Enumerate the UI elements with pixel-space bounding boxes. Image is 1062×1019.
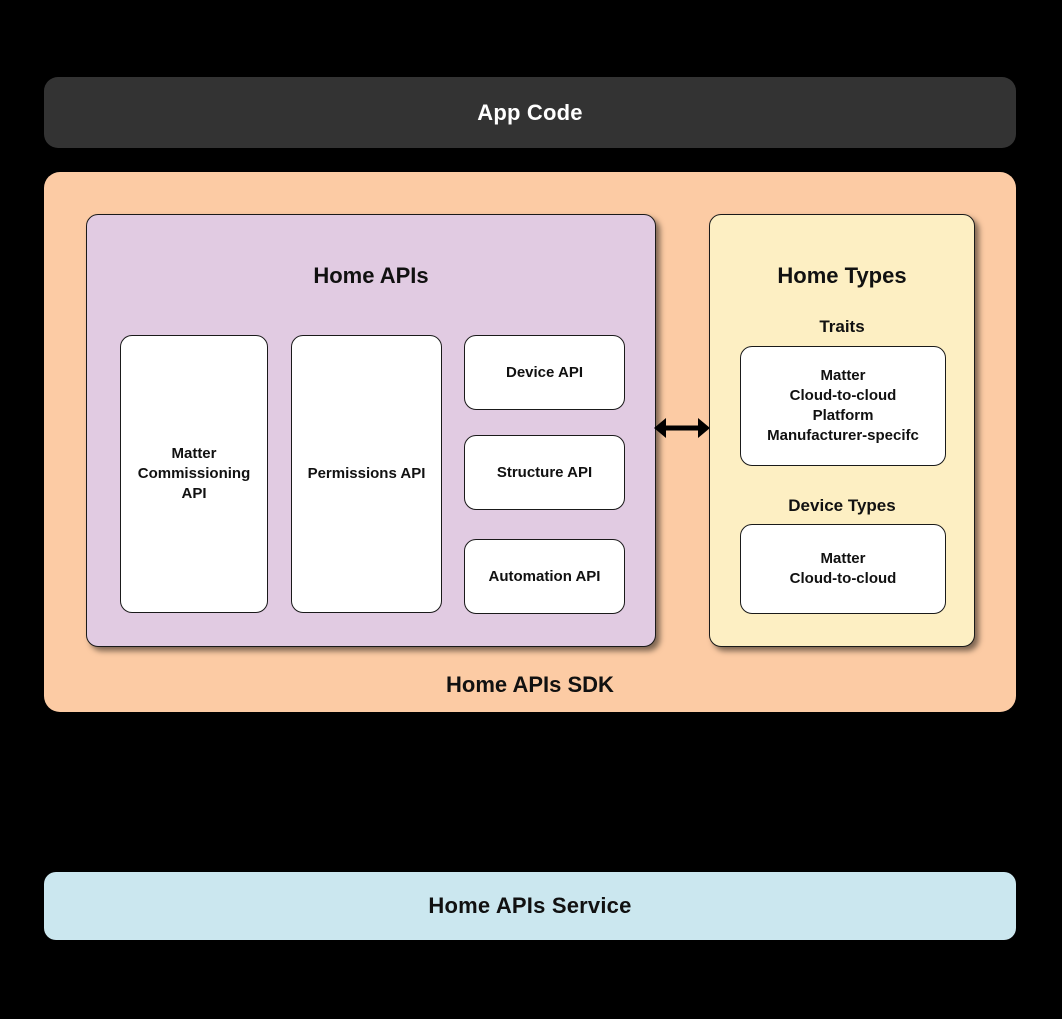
device-types-items-label: Matter Cloud-to-cloud: [789, 550, 897, 587]
matter-commissioning-api-label: Matter Commissioning API: [137, 445, 251, 502]
home-apis-sdk-box: Home APIs Matter Commissioning API Permi…: [44, 172, 1016, 712]
permissions-api-label: Permissions API: [307, 465, 426, 482]
home-apis-title: Home APIs: [313, 263, 429, 288]
app-code-label: App Code: [477, 99, 583, 125]
home-types-title: Home Types: [777, 263, 907, 288]
home-apis-panel: Home APIs Matter Commissioning API Permi…: [86, 214, 656, 647]
matter-commissioning-api-card: Matter Commissioning API: [120, 335, 268, 613]
device-types-label: Device Types: [788, 496, 896, 515]
traits-label: Traits: [819, 317, 865, 336]
device-api-card: Device API: [464, 335, 625, 410]
device-types-card: Matter Cloud-to-cloud: [740, 524, 946, 614]
home-apis-service-label: Home APIs Service: [428, 893, 632, 918]
automation-api-card: Automation API: [464, 539, 625, 614]
permissions-api-card: Permissions API: [291, 335, 442, 613]
home-apis-service-box: Home APIs Service: [44, 872, 1016, 940]
structure-api-label: Structure API: [496, 463, 593, 481]
device-api-label: Device API: [506, 363, 583, 381]
traits-card: Matter Cloud-to-cloud Platform Manufactu…: [740, 346, 946, 466]
home-apis-sdk-label: Home APIs SDK: [446, 672, 614, 697]
app-code-box: App Code: [44, 77, 1016, 148]
automation-api-label: Automation API: [488, 567, 601, 585]
structure-api-card: Structure API: [464, 435, 625, 510]
home-types-panel: Home Types Traits Matter Cloud-to-cloud …: [709, 214, 975, 647]
traits-items-label: Matter Cloud-to-cloud Platform Manufactu…: [767, 367, 919, 444]
bidirectional-arrow-icon: [654, 418, 710, 438]
